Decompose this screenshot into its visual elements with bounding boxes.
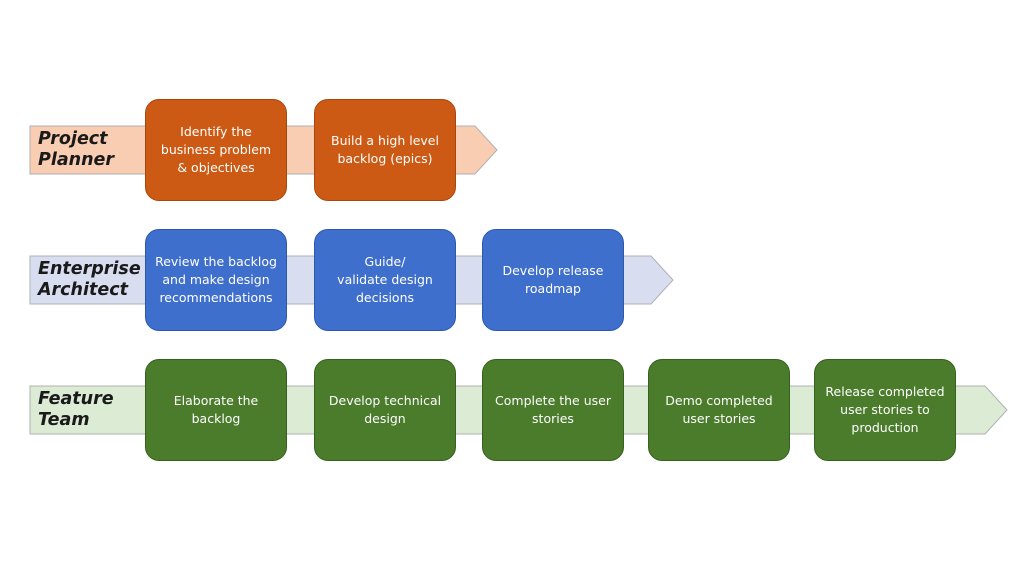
- lane-label-project-planner: Project Planner: [38, 129, 115, 170]
- lane-label-feature-team: Feature Team: [38, 389, 114, 430]
- step-release-to-production: Release completed user stories to produc…: [814, 359, 956, 461]
- step-identify-business-problem: Identify the business problem & objectiv…: [145, 99, 287, 201]
- step-build-high-level-backlog: Build a high level backlog (epics): [314, 99, 456, 201]
- step-develop-release-roadmap: Develop release roadmap: [482, 229, 624, 331]
- step-validate-design-decisions: Guide/ validate design decisions: [314, 229, 456, 331]
- lane-label-enterprise-architect: Enterprise Architect: [38, 259, 141, 300]
- step-demo-completed-user-stories: Demo completed user stories: [648, 359, 790, 461]
- step-elaborate-backlog: Elaborate the backlog: [145, 359, 287, 461]
- step-develop-technical-design: Develop technical design: [314, 359, 456, 461]
- step-review-backlog: Review the backlog and make design recom…: [145, 229, 287, 331]
- step-complete-user-stories: Complete the user stories: [482, 359, 624, 461]
